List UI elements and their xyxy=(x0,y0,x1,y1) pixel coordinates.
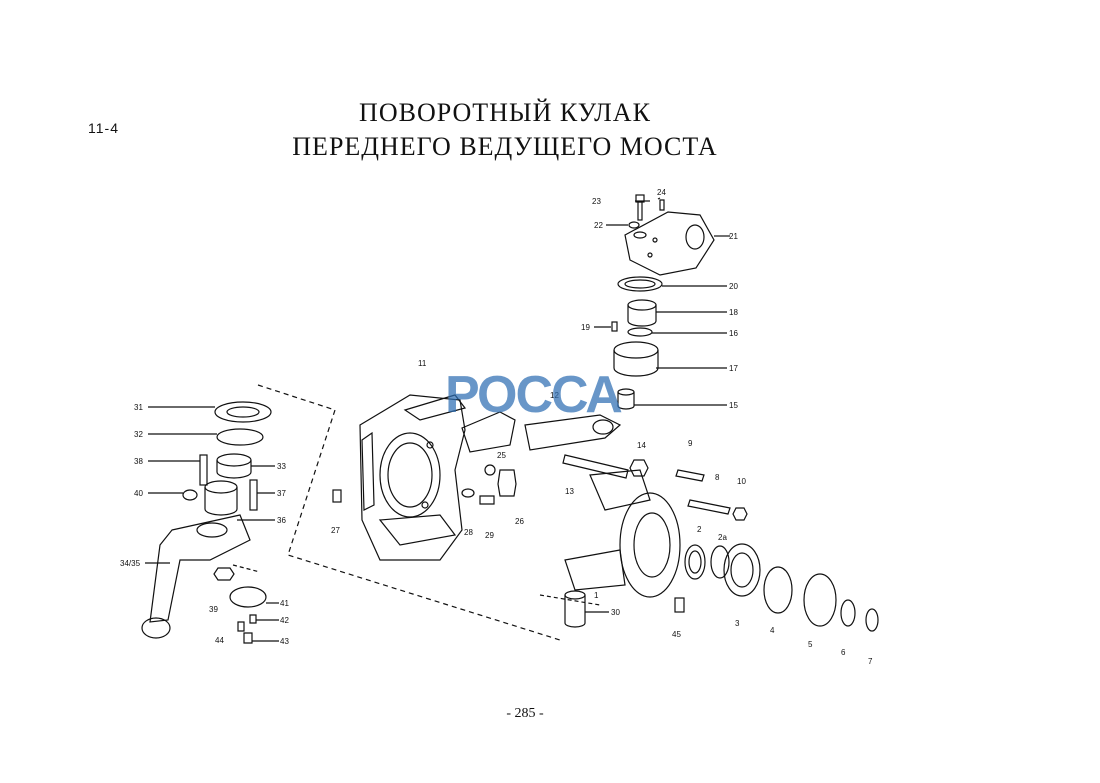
callout-8: 8 xyxy=(715,473,720,482)
stud-8 xyxy=(687,499,731,515)
bolt-29 xyxy=(479,495,495,505)
bolt-43 xyxy=(243,632,253,644)
callout-9: 9 xyxy=(688,439,693,448)
pin-19 xyxy=(611,321,618,332)
callout-1: 1 xyxy=(594,591,599,600)
bushing-33 xyxy=(216,460,252,479)
ring-32 xyxy=(216,428,264,446)
callout-30: 30 xyxy=(611,608,620,617)
nut-10 xyxy=(732,507,748,521)
grease-nipple-44 xyxy=(237,621,245,632)
pin-45 xyxy=(674,597,685,613)
callout-33: 33 xyxy=(277,462,286,471)
callout-36: 36 xyxy=(277,516,286,525)
stud-13 xyxy=(562,454,629,479)
title-line-2: ПЕРЕДНЕГО ВЕДУЩЕГО МОСТА xyxy=(292,132,718,161)
stud-9 xyxy=(675,469,705,482)
callout-45: 45 xyxy=(672,630,681,639)
assembly-dash-lower xyxy=(232,564,261,573)
callout-16: 16 xyxy=(729,329,738,338)
callout-18: 18 xyxy=(729,308,738,317)
callout-19: 19 xyxy=(581,323,590,332)
ring-16 xyxy=(627,327,653,337)
callout-20: 20 xyxy=(729,282,738,291)
bushing-18 xyxy=(627,305,657,327)
callout-37: 37 xyxy=(277,489,286,498)
hub-flange xyxy=(564,469,681,598)
seal-31 xyxy=(214,401,272,423)
watermark-logo: РОССА xyxy=(445,366,622,424)
pin-27 xyxy=(332,489,342,503)
callout-15: 15 xyxy=(729,401,738,410)
ring-7 xyxy=(865,608,879,632)
callout-43: 43 xyxy=(280,637,289,646)
callout-11: 11 xyxy=(418,359,427,368)
steering-arm xyxy=(461,411,622,453)
callout-42: 42 xyxy=(280,616,289,625)
grease-nipple-24 xyxy=(659,199,665,211)
washer-22 xyxy=(628,221,640,229)
callout-2: 2 xyxy=(697,525,702,534)
ring-2 xyxy=(684,544,706,580)
callout-25: 25 xyxy=(497,451,506,460)
callout-3: 3 xyxy=(735,619,740,628)
ring-5 xyxy=(803,573,837,627)
seal-20 xyxy=(617,276,663,292)
page-number: - 285 - xyxy=(506,706,544,721)
pin-30 xyxy=(564,595,586,628)
bolt-42 xyxy=(249,614,257,624)
assembly-dash-bottom xyxy=(539,594,601,606)
ring-4 xyxy=(763,566,793,614)
callout-10: 10 xyxy=(737,477,746,486)
title-line-1: ПОВОРОТНЫЙ КУЛАК xyxy=(359,98,651,127)
callout-24: 24 xyxy=(657,188,666,197)
callout-26: 26 xyxy=(515,517,524,526)
callout-13: 13 xyxy=(565,487,574,496)
callout-4: 4 xyxy=(770,626,775,635)
callout-6: 6 xyxy=(841,648,846,657)
lower-lever xyxy=(141,514,251,639)
ring-25 xyxy=(484,464,496,476)
bearing-36 xyxy=(204,487,238,516)
pin-15 xyxy=(617,392,635,410)
nut-14 xyxy=(629,459,649,477)
callout-31: 31 xyxy=(134,403,143,412)
callout-32: 32 xyxy=(134,430,143,439)
callout-27: 27 xyxy=(331,526,340,535)
plug-26 xyxy=(497,469,517,497)
section-number: 11-4 xyxy=(88,120,119,136)
nut-39 xyxy=(213,567,235,581)
ring-2a xyxy=(710,545,730,579)
callout-14: 14 xyxy=(637,441,646,450)
callout-38: 38 xyxy=(134,457,143,466)
callout-2a: 2a xyxy=(718,533,727,542)
bearing-cup-17 xyxy=(613,350,659,377)
knuckle-housing xyxy=(359,394,467,561)
assembly-dash-left xyxy=(257,384,561,641)
callout-34-35: 34/35 xyxy=(120,559,141,568)
ring-40 xyxy=(182,489,198,501)
callout-21: 21 xyxy=(729,232,738,241)
callout-17: 17 xyxy=(729,364,738,373)
callout-41: 41 xyxy=(280,599,289,608)
callout-23: 23 xyxy=(592,197,601,206)
callout-40: 40 xyxy=(134,489,143,498)
callout-labels: 1 2 2a 3 4 5 6 7 8 9 10 11 12 13 14 15 1… xyxy=(120,188,873,666)
washer-28 xyxy=(461,488,475,498)
callout-44: 44 xyxy=(215,636,224,645)
callout-22: 22 xyxy=(594,221,603,230)
callout-28: 28 xyxy=(464,528,473,537)
callout-29: 29 xyxy=(485,531,494,540)
ring-6 xyxy=(840,599,856,627)
cover-41 xyxy=(229,586,267,608)
stud-37 xyxy=(249,479,258,511)
callout-7: 7 xyxy=(868,657,873,666)
callout-39: 39 xyxy=(209,605,218,614)
callout-5: 5 xyxy=(808,640,813,649)
upper-cap-bracket xyxy=(624,211,715,276)
bearing-3 xyxy=(723,543,761,597)
callout-12: 12 xyxy=(550,391,559,400)
stud-38 xyxy=(199,454,208,486)
